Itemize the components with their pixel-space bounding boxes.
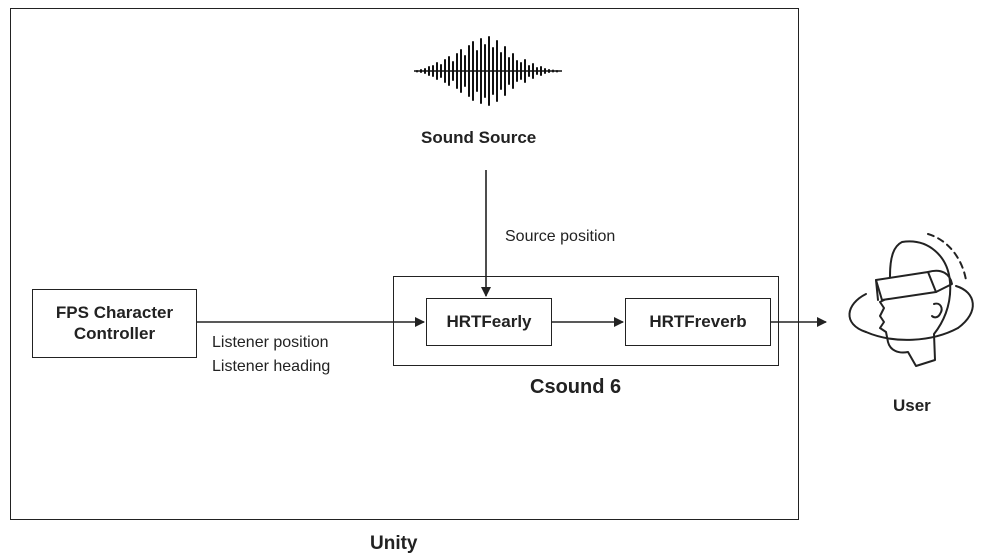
vr-headset-user-icon <box>848 233 974 367</box>
unity-label: Unity <box>370 533 418 554</box>
sound-source-label: Sound Source <box>421 128 537 147</box>
source-position-label: Source position <box>505 228 616 245</box>
user-label: User <box>893 396 931 415</box>
fps-character-controller-node: FPS Character Controller <box>32 289 197 358</box>
csound-label: Csound 6 <box>530 376 622 398</box>
fps-controller-line2: Controller <box>73 323 156 343</box>
waveform-icon <box>414 36 562 106</box>
listener-position-label: Listener position <box>212 334 329 351</box>
fps-controller-line1: FPS Character <box>55 303 174 323</box>
unity-container <box>10 8 799 520</box>
hrtf-early-node: HRTFearly <box>426 298 552 346</box>
listener-heading-label: Listener heading <box>212 358 331 375</box>
hrtf-reverb-node: HRTFreverb <box>625 298 771 346</box>
csound-container <box>393 276 779 366</box>
